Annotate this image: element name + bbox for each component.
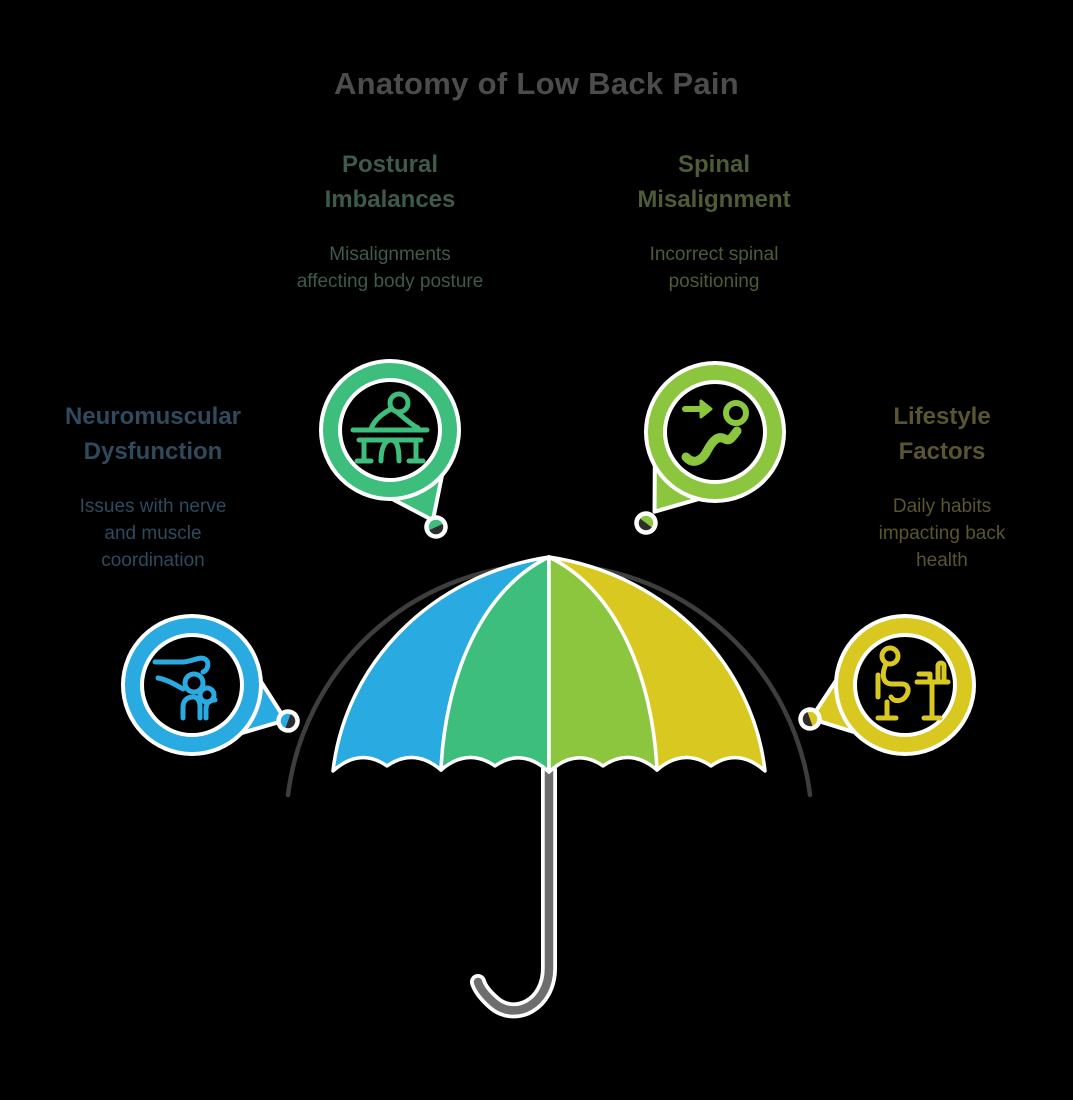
factor-heading: Spinal Misalignment — [637, 151, 791, 213]
factor-heading: Lifestyle Factors — [893, 403, 991, 465]
factor-description: Daily habits impacting back health — [878, 495, 1006, 571]
arc-dot-neuromuscular — [276, 709, 300, 733]
factor-label-lifestyle: Lifestyle Factors Daily habits impacting… — [847, 400, 1037, 575]
umbrella-canopy — [331, 555, 767, 774]
factor-description: Incorrect spinal positioning — [649, 243, 779, 292]
factor-bubble-neuromuscular — [121, 614, 288, 756]
arc-dot-postural — [424, 515, 448, 539]
factor-label-neuromuscular: Neuromuscular Dysfunction Issues with ne… — [28, 400, 278, 575]
umbrella-panel-yellow — [547, 555, 767, 773]
person-bent-forward-icon — [152, 655, 218, 721]
umbrella-pole-core — [473, 765, 554, 1015]
factor-description: Misalignments affecting body posture — [296, 243, 484, 292]
factor-label-postural: Postural Imbalances Misalignments affect… — [275, 148, 505, 296]
arc-dot-spinal — [634, 511, 658, 535]
bubble-core — [144, 637, 240, 733]
spine-with-arrow-icon — [681, 399, 749, 466]
person-bending-over-desk-icon — [350, 391, 430, 464]
factor-heading: Postural Imbalances — [324, 151, 456, 213]
umbrella-pole-outline — [470, 762, 557, 1019]
person-sitting-at-desk-icon — [875, 645, 951, 721]
page-title: Anatomy of Low Back Pain — [333, 66, 740, 101]
umbrella-pole — [470, 762, 557, 1019]
arc-dot-lifestyle — [798, 707, 822, 731]
factor-bubble-spinal — [644, 361, 786, 514]
factor-description: Issues with nerve and muscle coordinatio… — [79, 495, 227, 571]
factor-bubble-lifestyle — [808, 614, 976, 756]
factor-label-spinal: Spinal Misalignment Incorrect spinal pos… — [599, 148, 829, 296]
factor-bubble-postural — [319, 359, 461, 523]
factor-heading: Neuromuscular Dysfunction — [64, 403, 242, 465]
bubble-core — [667, 384, 763, 480]
umbrella-panel-green — [439, 555, 551, 774]
